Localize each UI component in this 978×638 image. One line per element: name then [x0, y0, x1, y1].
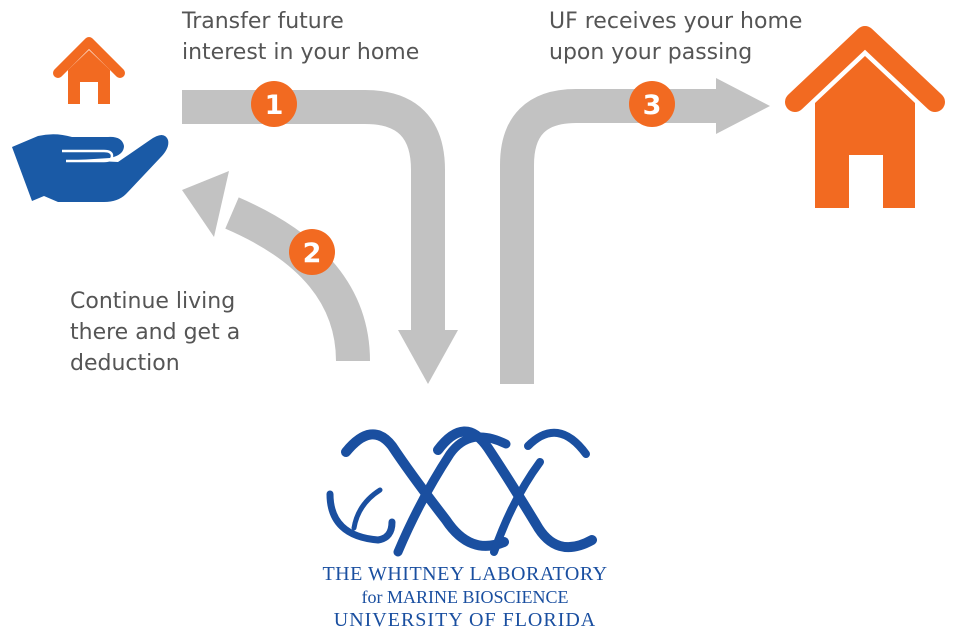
step-number-2: 2 [303, 238, 322, 269]
house-icon [785, 26, 945, 208]
step-1-line-2: interest in your home [182, 40, 420, 65]
arrow-transfer [182, 90, 458, 384]
step-3-line-1: UF receives your home [549, 9, 803, 34]
step-2-line-3: deduction [70, 351, 180, 376]
step-1-description: Transfer future interest in your home [182, 6, 419, 68]
step-badge-2: 2 [289, 229, 335, 275]
logo-line-3: UNIVERSITY OF FLORIDA [333, 609, 597, 631]
step-badge-1: 1 [251, 81, 297, 127]
hand-holding-house-icon [12, 37, 169, 202]
logo-line-2: for MARINE BIOSCIENCE [361, 587, 569, 607]
arrow-continue-living [182, 171, 370, 362]
step-badge-3: 3 [629, 81, 675, 127]
step-1-line-1: Transfer future [182, 9, 344, 34]
step-3-description: UF receives your home upon your passing [549, 6, 802, 68]
dna-helix-fish-logo [326, 426, 597, 557]
step-3-line-2: upon your passing [549, 40, 753, 65]
logo-line-1: THE WHITNEY LABORATORY [322, 563, 608, 585]
arrow-uf-receives [500, 78, 770, 384]
step-2-line-1: Continue living [70, 289, 236, 314]
step-2-description: Continue living there and get a deductio… [70, 286, 240, 379]
step-number-1: 1 [265, 90, 284, 121]
step-number-3: 3 [643, 90, 662, 121]
step-2-line-2: there and get a [70, 320, 241, 345]
